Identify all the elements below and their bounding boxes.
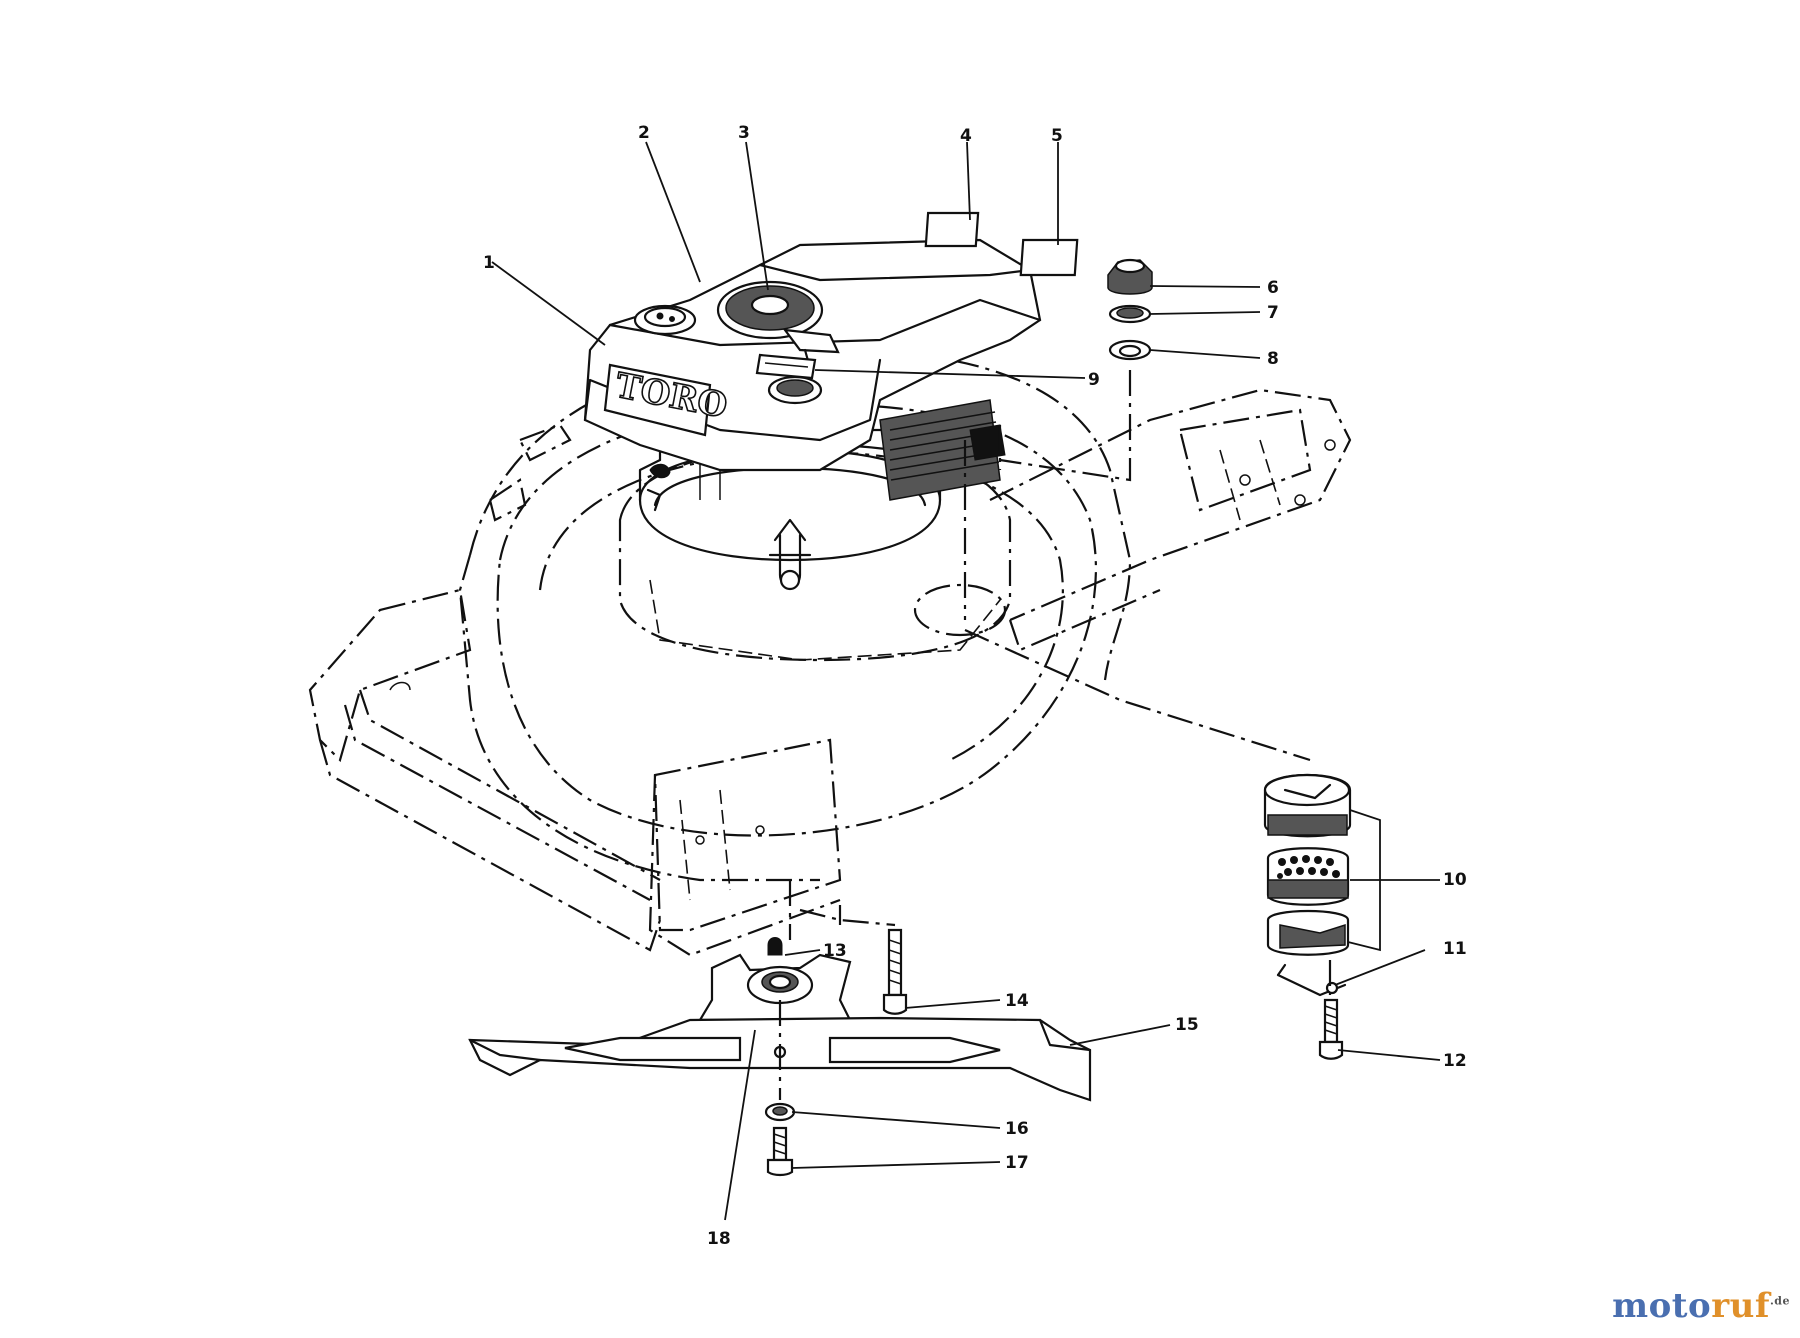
callout-10: 10 (1443, 870, 1467, 890)
assembly-lines (778, 370, 1332, 1100)
callout-9: 9 (1088, 370, 1100, 390)
watermark-part1: moto (1612, 1286, 1712, 1326)
engine-shroud: TORO (583, 238, 1042, 472)
callout-14: 14 (1005, 991, 1029, 1011)
watermark-part2: ruf (1711, 1286, 1770, 1326)
callout-5: 5 (1051, 126, 1063, 146)
callout-numbers: 1 2 3 4 5 6 7 8 9 10 11 12 13 14 15 16 1… (483, 123, 1467, 1249)
callout-17: 17 (1005, 1153, 1029, 1173)
callout-1: 1 (483, 253, 495, 273)
cap-stack (1107, 258, 1153, 361)
engine-assembly (638, 399, 1006, 591)
callout-6: 6 (1267, 278, 1279, 298)
callout-8: 8 (1267, 349, 1279, 369)
decal-5 (1019, 238, 1079, 277)
callout-11: 11 (1443, 939, 1467, 959)
callout-15: 15 (1175, 1015, 1199, 1035)
callout-7: 7 (1267, 303, 1279, 323)
callout-18: 18 (707, 1229, 731, 1249)
decals (924, 211, 1079, 277)
callout-2: 2 (638, 123, 650, 143)
cylinder-fins (879, 399, 1006, 501)
muffler-assembly (1263, 773, 1352, 1060)
decal-4 (924, 211, 980, 248)
callout-12: 12 (1443, 1051, 1467, 1071)
site-watermark: motoruf.de (1612, 1286, 1790, 1326)
callout-4: 4 (960, 126, 972, 146)
callout-3: 3 (738, 123, 750, 143)
leader-lines (491, 141, 1441, 1221)
callout-16: 16 (1005, 1119, 1029, 1139)
watermark-suffix: .de (1769, 1294, 1790, 1308)
callout-13: 13 (823, 941, 847, 961)
